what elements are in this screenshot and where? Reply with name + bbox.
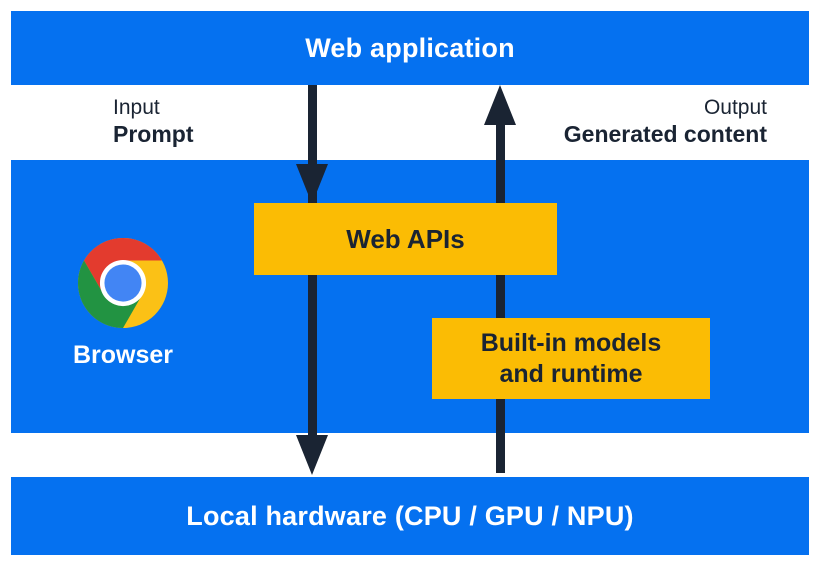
up-arrowhead-into-web-application xyxy=(484,85,516,125)
output-caption: Output xyxy=(703,96,767,119)
output-value-generated-content: Generated content xyxy=(563,121,767,147)
input-value-prompt: Prompt xyxy=(113,121,194,147)
input-caption: Input xyxy=(113,96,160,119)
web-application-bar: Web application xyxy=(11,11,809,85)
local-hardware-bar: Local hardware (CPU / GPU / NPU) xyxy=(11,477,809,555)
input-label-group: Input Prompt xyxy=(113,95,194,147)
web-application-label: Web application xyxy=(305,32,515,63)
web-apis-box: Web APIs xyxy=(254,203,557,275)
chrome-icon xyxy=(78,238,168,328)
browser-label: Browser xyxy=(72,341,174,369)
builtin-models-box: Built-in models and runtime xyxy=(432,318,710,399)
output-label-group: Output Generated content xyxy=(564,95,767,147)
output-up-arrow-line xyxy=(496,123,505,473)
local-hardware-label: Local hardware (CPU / GPU / NPU) xyxy=(186,500,634,531)
web-apis-label: Web APIs xyxy=(346,223,465,254)
builtin-models-label-line1: Built-in models xyxy=(480,328,662,357)
down-arrowhead-into-hardware xyxy=(296,435,328,475)
builtin-models-label-line2: and runtime xyxy=(499,359,643,388)
